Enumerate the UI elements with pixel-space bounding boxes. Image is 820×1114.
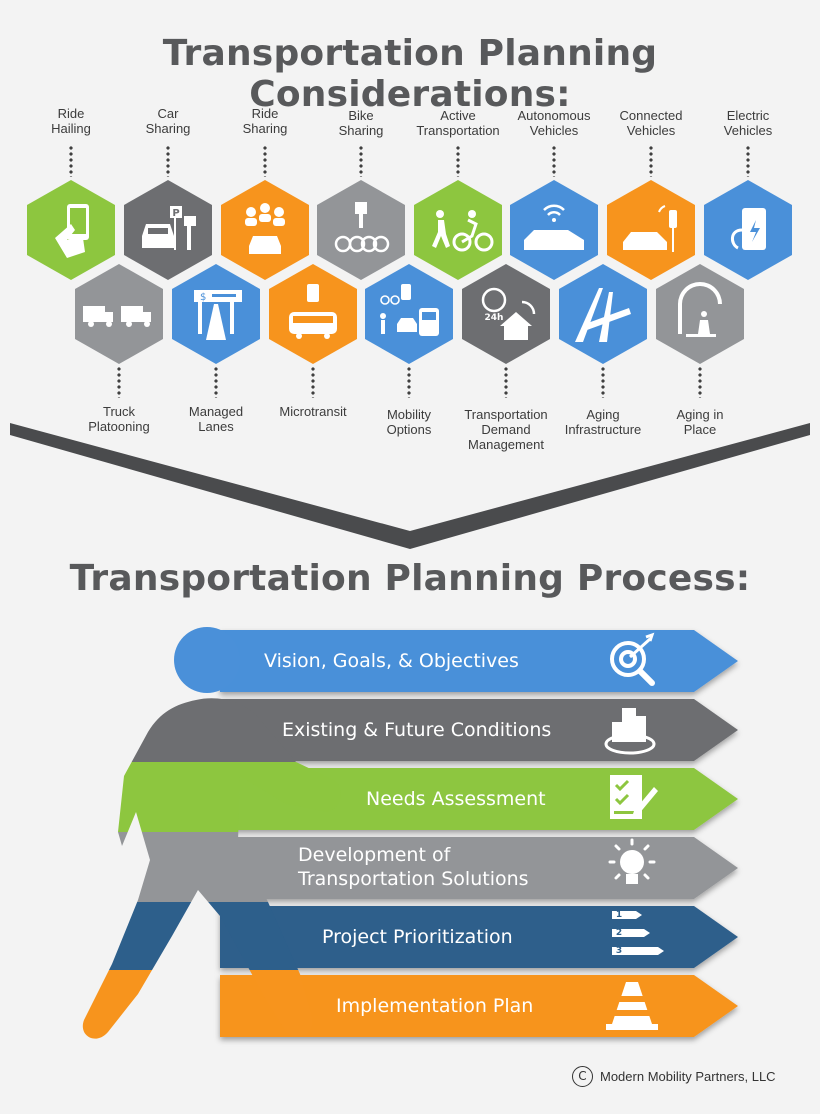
consideration-phone-hand-connector: [69, 145, 73, 177]
consideration-car-parking-kiosk-connector: [166, 145, 170, 177]
consideration-connected-car-hexagon: [607, 180, 695, 280]
consideration-connected-car-connector: [649, 145, 653, 177]
consideration-home-24h-label: Transportation Demand Management: [464, 407, 548, 452]
svg-text:P: P: [172, 208, 179, 219]
rank-number: 2: [615, 928, 623, 938]
connected-car-icon: [623, 205, 677, 252]
mobility-options-icon: [380, 284, 439, 336]
city-buildings-icon: [604, 708, 656, 755]
copyright-text: Modern Mobility Partners, LLC: [600, 1069, 776, 1084]
rank-number: 3: [615, 946, 623, 956]
consideration-ev-charger-connector: [746, 145, 750, 177]
consideration-shuttle-label: Microtransit: [279, 404, 347, 419]
process-step-arrow: [220, 699, 738, 761]
traffic-cone-icon: [606, 982, 658, 1030]
shuttle-icon: [289, 284, 337, 339]
consideration-trucks-label: Truck Platooning: [88, 404, 150, 434]
consideration-elderly-bus-stop-connector: [698, 366, 702, 398]
ranked-list-icon: [612, 911, 664, 955]
process-step-arrow: [220, 906, 738, 968]
walk-bike-icon: [432, 210, 494, 252]
process-step-label: Needs Assessment: [366, 788, 546, 810]
people-car-icon: [245, 203, 285, 254]
autonomous-car-icon: [524, 204, 584, 250]
consideration-toll-lane-connector: [214, 366, 218, 398]
consideration-mobility-options-label: Mobility Options: [386, 407, 432, 437]
ev-charger-icon: [731, 208, 766, 250]
consideration-car-parking-kiosk-label: Car Sharing: [145, 106, 191, 136]
figure-head: [174, 627, 240, 693]
rank-number: 1: [615, 910, 623, 920]
process-step-arrow: [220, 975, 738, 1037]
process-step-label: Existing & Future Conditions: [282, 719, 552, 741]
consideration-people-car-label: Ride Sharing: [242, 106, 288, 136]
phone-hand-icon: [55, 204, 89, 258]
bridge-icon: [575, 288, 631, 342]
consideration-toll-lane-label: Managed Lanes: [188, 404, 244, 434]
consideration-autonomous-car-hexagon: [510, 180, 598, 280]
consideration-mobility-options-connector: [407, 366, 411, 398]
consideration-autonomous-car-connector: [552, 145, 556, 177]
consideration-bridge-connector: [601, 366, 605, 398]
svg-text:24h: 24h: [485, 313, 504, 323]
process-step-label: Development of Transportation Solutions: [298, 844, 529, 890]
consideration-phone-hand-label: Ride Hailing: [51, 106, 91, 136]
consideration-shuttle-connector: [311, 366, 315, 398]
target-search-icon: [610, 632, 655, 686]
consideration-trucks-connector: [117, 366, 121, 398]
considerations-title: Transportation Planning Considerations:: [162, 33, 658, 115]
trucks-icon: [83, 306, 151, 327]
elderly-bus-stop-icon: [678, 282, 722, 337]
consideration-bike-share-label: Bike Sharing: [338, 108, 384, 138]
home-24h-icon: 24h: [481, 287, 536, 340]
consideration-home-24h-connector: [504, 366, 508, 398]
car-parking-kiosk-icon: P: [142, 206, 196, 250]
process-step-arrow: [220, 837, 738, 899]
process-step-label: Implementation Plan: [336, 995, 534, 1017]
consideration-bridge-label: Aging Infrastructure: [564, 407, 642, 437]
copyright-icon: C: [572, 1066, 593, 1087]
process-step-label: Project Prioritization: [322, 926, 513, 948]
process-step-arrow: [220, 630, 738, 692]
consideration-elderly-bus-stop-label: Aging in Place: [676, 407, 724, 437]
consideration-elderly-bus-stop-hexagon: [656, 264, 744, 364]
toll-lane-icon: $: [194, 290, 242, 340]
consideration-ev-charger-label: Electric Vehicles: [723, 108, 773, 138]
consideration-walk-bike-label: Active Transportation: [416, 108, 500, 138]
consideration-walk-bike-connector: [456, 145, 460, 177]
consideration-bridge-hexagon: [559, 264, 647, 364]
process-title: Transportation Planning Process:: [69, 558, 751, 599]
checklist-pencil-icon: [610, 775, 658, 819]
bike-share-icon: [334, 202, 390, 253]
consideration-ev-charger-hexagon: [704, 180, 792, 280]
process-step-arrow: [220, 768, 738, 830]
lightbulb-icon: [608, 838, 656, 884]
consideration-people-car-connector: [263, 145, 267, 177]
consideration-bike-share-connector: [359, 145, 363, 177]
svg-text:$: $: [200, 292, 206, 303]
process-step-label: Vision, Goals, & Objectives: [264, 650, 519, 672]
consideration-autonomous-car-label: Autonomous Vehicles: [517, 108, 591, 138]
consideration-connected-car-label: Connected Vehicles: [619, 108, 683, 138]
